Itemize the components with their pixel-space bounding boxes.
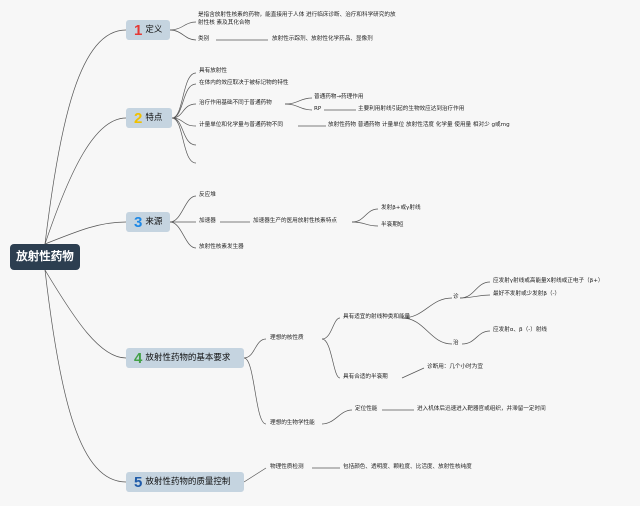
types-label[interactable]: 类别: [198, 36, 210, 42]
branch-label: 放射性药物的基本要求: [145, 352, 231, 363]
req-therapy-alpha-beta[interactable]: 应发射α、β（-）射线: [493, 327, 548, 333]
qc-physical-detail[interactable]: 包括颜色、透明度、颗粒度、比活度、放射性核纯度: [343, 464, 472, 470]
branch-quality-control[interactable]: 5 放射性药物的质量控制: [126, 472, 244, 492]
branch-number: 4: [134, 349, 143, 367]
branch-sources[interactable]: 3 来源: [126, 212, 170, 232]
req-diagnosis-gamma[interactable]: 应发射γ射线或高能量X射线或正电子（β+）: [493, 278, 604, 284]
types-value[interactable]: 放射性示踪剂、放射性化学药品、显像剂: [272, 36, 373, 42]
req-halflife[interactable]: 具有合适的半衰期: [343, 374, 388, 380]
branch-label: 放射性药物的质量控制: [145, 476, 231, 487]
feature-rp-effect[interactable]: 主要利用射线引起的生物效应达到治疗作用: [358, 106, 465, 112]
feature-normal-drug[interactable]: 普通药物→药理作用: [314, 94, 364, 100]
branch-requirements[interactable]: 4 放射性药物的基本要求: [126, 348, 244, 368]
req-targeting[interactable]: 定位性能: [355, 406, 378, 412]
feature-radioactive[interactable]: 具有放射性: [199, 68, 227, 74]
branch-number: 5: [134, 473, 143, 491]
req-targeting-detail[interactable]: 进入机体后迅速进入靶器官或组织，并滞留一定时间: [417, 406, 546, 412]
accelerator-beta-gamma[interactable]: 发射β+或γ射线: [381, 205, 421, 211]
req-diagnosis-beta[interactable]: 最好不发射或少发射β（-）: [493, 291, 561, 297]
link-root-b2: [44, 117, 127, 245]
branch-number: 1: [134, 21, 143, 39]
qc-physical[interactable]: 物理性质检测: [270, 464, 304, 470]
root-topic[interactable]: 放射性药物: [10, 244, 80, 270]
branch-label: 来源: [145, 216, 163, 227]
feature-rp[interactable]: RP: [314, 106, 322, 112]
branch-definition[interactable]: 1 定义: [126, 20, 170, 40]
accelerator-short-halflife[interactable]: 半衰期短: [381, 222, 404, 228]
feature-therapy-basis[interactable]: 治疗作用基础不同于普通药物: [199, 100, 272, 106]
definition-text[interactable]: 是指含放射性核素的药物，能直接用于人体 进行临床诊断、治疗和科学研究的放 射性核…: [198, 12, 396, 26]
source-accelerator[interactable]: 加速器: [199, 218, 216, 224]
feature-units-detail[interactable]: 放射性药物 普通药物 计量单位 放射性活度 化学量 使用量 相对少 g或mg: [328, 122, 510, 128]
link-root-b1: [44, 29, 127, 245]
branch-label: 特点: [145, 112, 163, 123]
link-root-b3: [44, 221, 127, 245]
link-root-b4: [44, 269, 127, 359]
branch-number: 3: [134, 213, 143, 231]
source-generator[interactable]: 放射性核素发生器: [199, 244, 244, 250]
branch-number: 2: [134, 109, 143, 127]
req-biological[interactable]: 理想的生物学性能: [270, 420, 315, 426]
branch-label: 定义: [145, 24, 163, 35]
feature-units[interactable]: 计量单位和化学量与普通药物不同: [199, 122, 283, 128]
req-therapy[interactable]: 治: [453, 340, 459, 346]
req-diagnosis[interactable]: 诊: [453, 294, 459, 300]
feature-effect[interactable]: 在体内的效应取决于被标记物的特性: [199, 80, 289, 86]
branch-features[interactable]: 2 特点: [126, 108, 172, 128]
req-halflife-diagnosis[interactable]: 诊断用：几个小时为宜: [427, 364, 483, 370]
req-nuclear-properties[interactable]: 理想的核性质: [270, 335, 304, 341]
source-reactor[interactable]: 反应堆: [199, 192, 216, 198]
req-radiation-type[interactable]: 具有适宜的射线种类和能量: [343, 314, 411, 320]
accelerator-features[interactable]: 加速器生产的医用放射性核素特点: [253, 218, 337, 224]
link-root-b5: [44, 269, 127, 483]
